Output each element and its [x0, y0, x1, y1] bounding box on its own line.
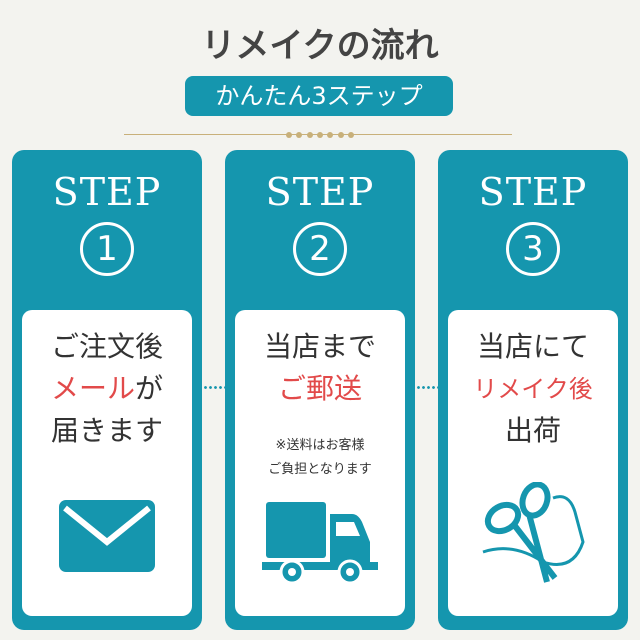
shipping-note: ※送料はお客様 ご負担となります — [235, 434, 405, 482]
step-panel: 当店にて リメイク後 出荷 — [448, 310, 618, 616]
step-label: STEP — [52, 170, 162, 214]
step-panel: 当店まで ご郵送 ※送料はお客様 ご負担となります — [235, 310, 405, 616]
connector-dots — [203, 386, 225, 389]
step-line: メールが — [22, 368, 192, 410]
step-text: ご注文後 メールが 届きます — [22, 326, 192, 452]
step-label: STEP — [265, 170, 375, 214]
note-line: ※送料はお客様 — [275, 438, 365, 453]
subtitle-badge: かんたん3ステップ — [185, 76, 453, 116]
step-label: STEP — [478, 170, 588, 214]
step-line: 当店まで — [263, 330, 376, 363]
step-line: ご注文後 — [50, 330, 163, 363]
note-line: ご負担となります — [268, 462, 372, 477]
step-card-2: STEP 2 当店まで ご郵送 ※送料はお客様 ご負担となります — [225, 150, 415, 630]
highlight-text: ご郵送 — [277, 372, 362, 405]
highlight-text: メール — [50, 372, 135, 405]
step-line: 当店にて — [476, 330, 589, 363]
step-text: 当店まで ご郵送 — [235, 326, 405, 410]
step-number: 3 — [506, 222, 560, 276]
highlight-text: リメイク後 — [473, 375, 593, 403]
truck-icon — [235, 502, 405, 586]
step-card-3: STEP 3 当店にて リメイク後 出荷 — [438, 150, 628, 630]
step-line: 届きます — [50, 414, 163, 447]
step-number: 1 — [80, 222, 134, 276]
step-number: 2 — [293, 222, 347, 276]
scissors-icon — [448, 482, 618, 592]
step-line: 出荷 — [504, 414, 561, 447]
step-card-1: STEP 1 ご注文後 メールが 届きます — [12, 150, 202, 630]
step-text-rest: が — [135, 372, 164, 405]
envelope-icon — [22, 500, 192, 572]
divider-ornament — [286, 130, 354, 139]
step-text: 当店にて リメイク後 出荷 — [448, 326, 618, 452]
connector-dots — [416, 386, 438, 389]
step-panel: ご注文後 メールが 届きます — [22, 310, 192, 616]
page-title: リメイクの流れ — [201, 26, 439, 66]
